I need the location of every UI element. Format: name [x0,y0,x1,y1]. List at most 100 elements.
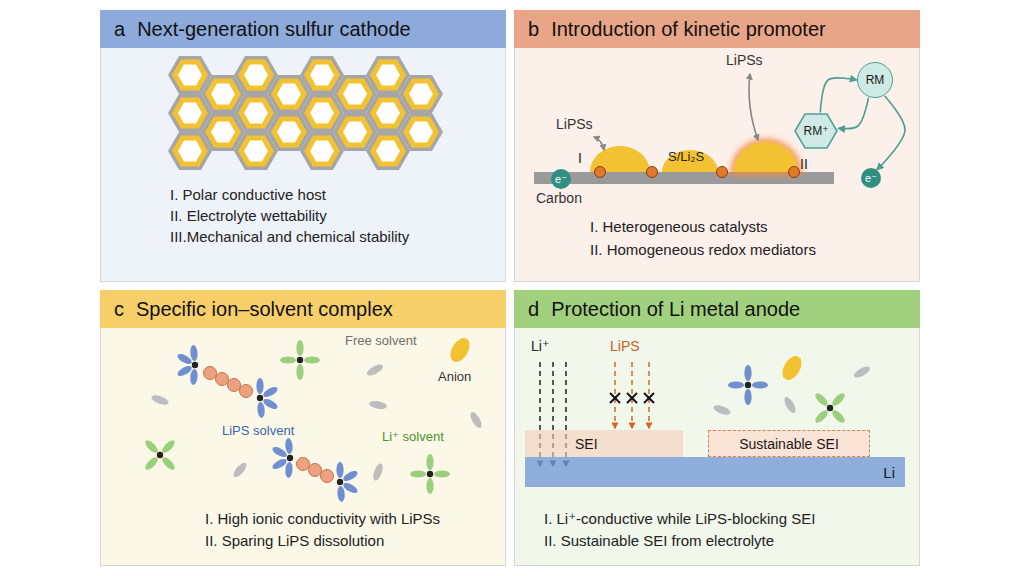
solvent-molecule [813,391,829,407]
block-mark [644,393,654,403]
lithium-ion [827,405,833,411]
hex-cell [403,116,439,147]
hex-cell [376,103,400,124]
panel-ground [514,290,920,566]
hex-cell [304,59,340,90]
lithium-layer: Li [525,457,905,487]
hex-cell [238,59,274,90]
hex-cell [403,78,439,109]
hex-cell [178,103,202,124]
hex-cell [409,84,433,105]
free-solvent [150,393,170,406]
diagram-label: I [578,150,582,166]
hex-cell [399,113,443,151]
diagram-label: LiPS [610,338,640,354]
diagram-label: LiPSs [556,116,593,132]
hex-cell [310,141,334,162]
hex-cell [304,97,340,128]
redox-cycle-arrow [839,98,869,129]
diagram-label: LiPS solvent [222,424,294,439]
panel-letter: a [114,18,125,41]
electron-circle: e⁻ [861,168,881,188]
honeycomb-host [168,56,443,170]
header-band: aNext-generation sulfur cathode [100,10,506,48]
panel: I. Heterogeneous catalystsII. Homogeneou… [514,10,920,282]
hex-cell [178,65,202,86]
block-mark [610,393,620,403]
panel-letter: b [528,18,539,41]
solvent-molecule [813,408,829,424]
anion [447,335,474,366]
panel-title: Introduction of kinetic promoter [551,18,826,41]
solvation-scheme [143,335,483,502]
lithium-ion [157,452,163,458]
solvent-molecule [744,389,751,405]
diagram-label: Anion [438,370,471,385]
polysulfide-atom [321,470,334,483]
lithium-ion [287,455,293,461]
polysulfide-atom [297,458,310,471]
polysulfide-atom [204,367,217,380]
free-solvent [371,462,384,482]
hex-cell [370,59,406,90]
hex-cell [244,65,268,86]
free-solvent [368,400,387,411]
panel-title: Protection of Li metal anode [551,298,800,321]
solvent-molecule [426,454,433,470]
anode-scheme [540,353,872,466]
node-label: SEI [575,437,598,451]
diagram-label: Free solvent [345,334,417,349]
solvent-molecule [744,365,751,381]
free-solvent [468,410,484,429]
diagram-label: Carbon [536,190,582,206]
panel-ground [100,290,506,566]
free-solvent [365,362,384,378]
hex-cell [172,97,208,128]
hex-cell [205,116,241,147]
catalyst-scheme [534,74,834,184]
header-band: dProtection of Li metal anode [514,290,920,328]
solvent-molecule [257,402,266,419]
lithium-ion [257,395,263,401]
hex-cell [205,78,241,109]
hex-cell [310,103,334,124]
solvent-molecule [160,455,176,471]
redox-cycle-arrow [820,78,856,113]
list-item: II. Sparing LiPS dissolution [205,532,384,549]
polysulfide-arrow [648,362,650,428]
hex-cell [277,122,301,143]
solvent-molecule [830,391,846,407]
hex-cell [244,103,268,124]
panel: I. Li⁺-conductive while LiPS-blocking SE… [514,290,920,566]
hex-cell [370,97,406,128]
node-label: RM [866,74,885,86]
list-item: I. Li⁺-conductive while LiPS-blocking SE… [544,510,815,528]
anion [779,353,806,384]
block-mark [644,393,654,403]
catalyst-dot [717,167,728,178]
hex-cell [244,141,268,162]
list-item: II. Homogeneous redox mediators [590,241,816,258]
hex-cell [376,65,400,86]
polysulfide-atom [240,385,253,398]
solvent-molecule [426,478,433,494]
hex-cell [172,135,208,166]
solvent-molecule [296,340,303,356]
polysulfide-arrow [614,362,616,428]
hex-cell [343,122,367,143]
lithium-ion [192,362,198,368]
hex-cell [172,59,208,90]
hex-cell [271,78,307,109]
solvent-molecule [728,381,744,388]
solvent-molecule [434,470,450,477]
free-solvent [712,403,732,416]
solvent-molecule [296,364,303,380]
solvent-molecule [830,408,846,424]
list-item: II. Electrolyte wettability [170,207,327,224]
hex-cell [343,84,367,105]
lithium-ion [745,382,751,388]
lithium-ion [337,479,343,485]
sei-layer: SEI [525,430,683,457]
hex-cell [211,84,235,105]
free-solvent [782,395,798,414]
